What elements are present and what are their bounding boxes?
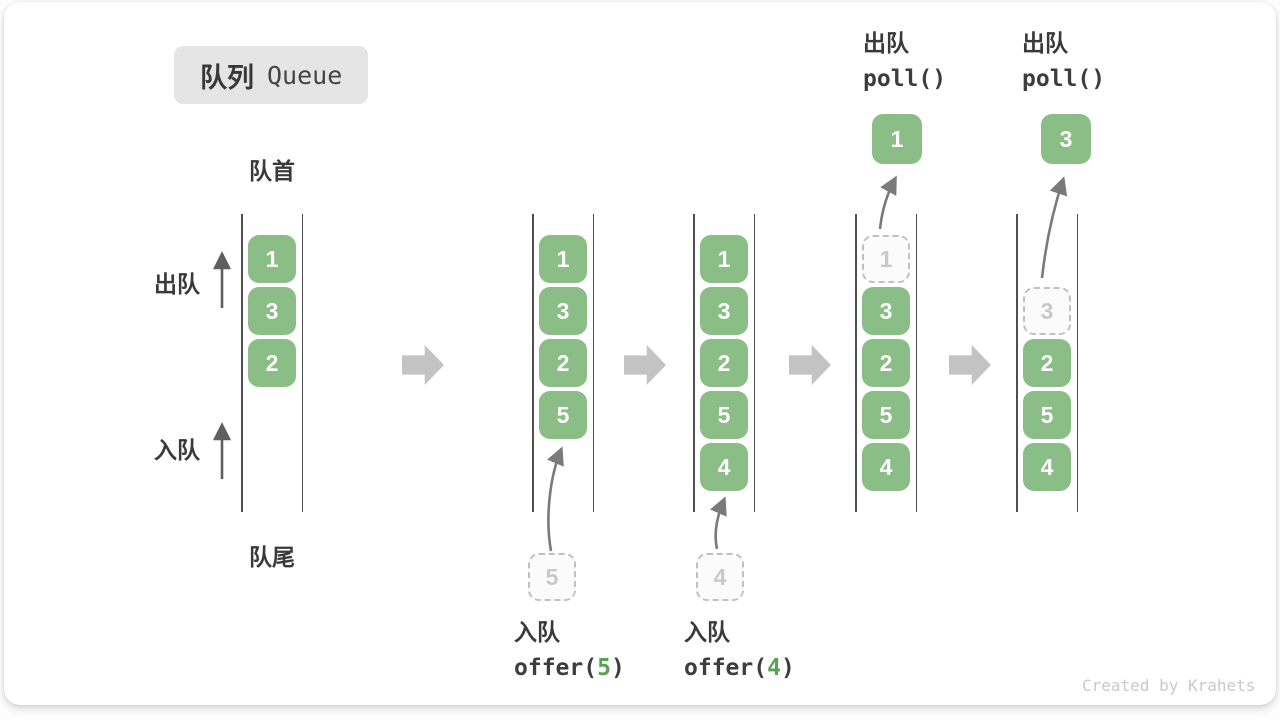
transition-arrow-icon xyxy=(402,345,444,385)
op-code: offer(5) xyxy=(514,655,625,681)
queue-rail xyxy=(532,214,534,512)
dequeued-value-box: 3 xyxy=(1041,114,1091,164)
op-code: poll() xyxy=(863,66,947,92)
queue-rail xyxy=(753,214,755,512)
queue-state-1: 1 3 2 xyxy=(241,214,303,512)
queue-state-2: 1 3 2 5 xyxy=(532,214,594,512)
queue-cell: 2 xyxy=(862,339,910,387)
dequeue-direction-label: 出队 xyxy=(154,271,200,297)
queue-cell: 2 xyxy=(248,339,296,387)
transition-arrow-icon xyxy=(624,345,666,385)
queue-cell: 4 xyxy=(1023,443,1071,491)
enqueue-op-label: 入队 offer(5) xyxy=(514,621,625,680)
removed-cell-placeholder: 1 xyxy=(862,235,910,283)
queue-cell: 3 xyxy=(248,287,296,335)
op-arg: 4 xyxy=(767,655,781,681)
queue-cell: 1 xyxy=(248,235,296,283)
queue-state-3: 1 3 2 5 4 xyxy=(693,214,755,512)
op-arg: 5 xyxy=(597,655,611,681)
transition-arrow-icon xyxy=(789,345,831,385)
dequeued-value-box: 1 xyxy=(872,114,922,164)
queue-state-5: 3 2 5 4 xyxy=(1016,214,1078,512)
dequeue-op-label: 出队 poll() xyxy=(863,32,946,91)
queue-cell: 3 xyxy=(700,287,748,335)
queue-cell: 5 xyxy=(1023,391,1071,439)
queue-cell: 1 xyxy=(700,235,748,283)
queue-cell: 5 xyxy=(862,391,910,439)
queue-cell: 3 xyxy=(862,287,910,335)
figure-card: 队列 Queue 队首 队尾 出队 入队 xyxy=(4,2,1276,705)
queue-cell: 2 xyxy=(1023,339,1071,387)
incoming-cell-placeholder: 4 xyxy=(696,553,744,601)
queue-cell: 5 xyxy=(700,391,748,439)
enqueue-op-label: 入队 offer(4) xyxy=(684,621,795,680)
queue-rail xyxy=(241,214,243,512)
queue-cell: 4 xyxy=(700,443,748,491)
op-code: poll() xyxy=(1022,66,1106,92)
queue-cell: 5 xyxy=(539,391,587,439)
queue-rail xyxy=(592,214,594,512)
enqueue-direction-label: 入队 xyxy=(154,437,200,463)
op-code: offer(4) xyxy=(684,655,795,681)
transition-arrow-icon xyxy=(949,345,991,385)
op-name: 出队 xyxy=(863,30,909,56)
op-name: 入队 xyxy=(684,619,730,645)
incoming-cell-placeholder: 5 xyxy=(528,553,576,601)
watermark: Created by Krahets xyxy=(1082,676,1256,695)
dequeue-op-label: 出队 poll() xyxy=(1022,32,1105,91)
queue-rail xyxy=(301,214,303,512)
queue-cell: 2 xyxy=(700,339,748,387)
queue-rail xyxy=(915,214,917,512)
title-en: Queue xyxy=(267,60,343,90)
queue-state-4: 1 3 2 5 4 xyxy=(855,214,917,512)
queue-cell: 1 xyxy=(539,235,587,283)
queue-cell: 2 xyxy=(539,339,587,387)
rear-label: 队尾 xyxy=(249,544,295,570)
op-name: 入队 xyxy=(514,619,560,645)
queue-cell: 3 xyxy=(539,287,587,335)
queue-rail xyxy=(693,214,695,512)
title-zh: 队列 xyxy=(200,62,254,93)
queue-rail xyxy=(1076,214,1078,512)
front-label: 队首 xyxy=(249,158,295,184)
figure-title: 队列 Queue xyxy=(174,46,369,104)
queue-rail xyxy=(1016,214,1018,512)
queue-cell: 4 xyxy=(862,443,910,491)
queue-rail xyxy=(855,214,857,512)
op-name: 出队 xyxy=(1022,30,1068,56)
removed-cell-placeholder: 3 xyxy=(1023,287,1071,335)
